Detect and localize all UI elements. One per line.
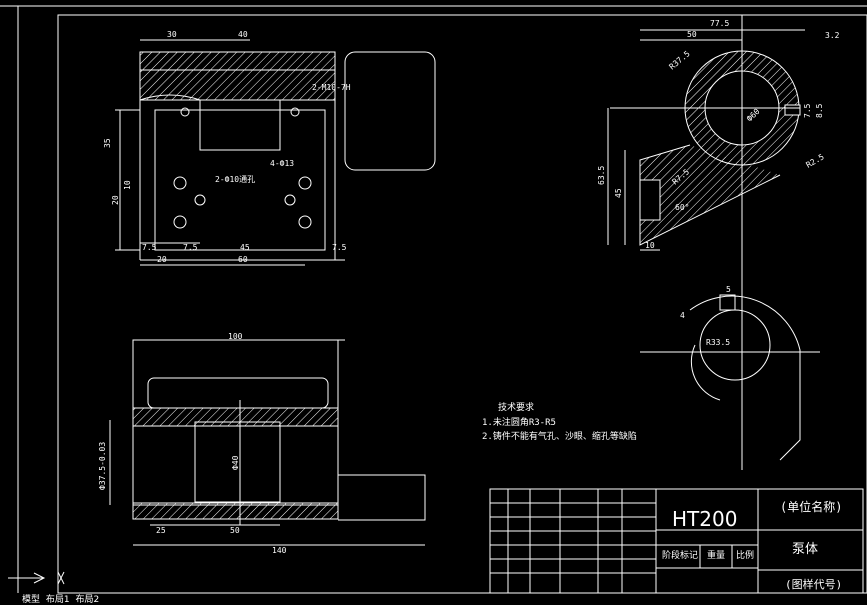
dim-63-5: 63.5 [597, 166, 606, 185]
section-view [640, 250, 820, 470]
stage-mark-header: 阶段标记 [662, 549, 698, 561]
dim-r37-5: R37.5 [668, 49, 692, 71]
dim-10-side: 10 [645, 241, 655, 250]
drawing-number: (图样代号) [785, 577, 842, 591]
dim-7-5-c: 7.5 [332, 243, 347, 252]
title-block-grid [489, 488, 864, 594]
dim-45-side: 45 [614, 188, 623, 198]
tab-layout-2[interactable]: 布局2 [75, 595, 100, 605]
sheet-border [0, 5, 867, 594]
dim-77-5: 77.5 [710, 19, 729, 28]
ucs-axis-icon [8, 571, 65, 585]
dim-7-5-side: 7.5 [803, 103, 812, 118]
dim-7-5-a: 7.5 [142, 243, 157, 252]
roughness-mark: 3.2 [825, 31, 840, 40]
part-name: 泵体 [792, 542, 818, 557]
tab-model[interactable]: 模型 [22, 595, 41, 605]
callout-holes-a: 2-Ф10通孔 [215, 174, 255, 184]
dim-7-5-b: 7.5 [183, 243, 198, 252]
company-name: (单位名称) [780, 499, 842, 514]
tech-notes-line-2: 2.铸件不能有气孔、沙眼、缩孔等缺陷 [482, 430, 637, 442]
dim-100: 100 [228, 332, 243, 341]
tech-notes-line-1: 1.未注圆角R3-R5 [482, 416, 556, 428]
dim-20-b: 20 [157, 255, 167, 264]
dim-r33-5: R33.5 [706, 338, 730, 347]
dim-top-40: 40 [238, 30, 248, 39]
dim-20: 20 [111, 195, 120, 205]
side-view [607, 15, 805, 251]
dim-top-30: 30 [167, 30, 177, 39]
dim-25: 25 [156, 526, 166, 535]
dim-60deg: 60° [675, 203, 689, 212]
dim-dia40: Ф40 [231, 455, 240, 470]
tech-notes-title: 技术要求 [498, 401, 534, 413]
dim-60: 60 [238, 255, 248, 264]
callout-thread: 2-M10-7H [312, 83, 351, 92]
front-view [109, 339, 426, 546]
dim-35: 35 [103, 138, 112, 148]
dim-10: 10 [123, 180, 132, 190]
dim-140: 140 [272, 546, 287, 555]
dim-45: 45 [240, 243, 250, 252]
callout-holes-b: 4-Ф13 [270, 159, 294, 168]
scale-header: 比例 [736, 549, 754, 561]
dim-5-sec: 5 [726, 285, 731, 294]
dim-50-side: 50 [687, 30, 697, 39]
weight-header: 重量 [707, 549, 725, 561]
layout-tab-bar: 模型 布局1 布局2 [0, 592, 102, 605]
dim-dia37-5: Ф37.5-0.03 [98, 442, 107, 490]
dim-4-sec: 4 [680, 311, 685, 320]
top-view [115, 39, 436, 266]
dim-r2-5: R2.5 [805, 152, 826, 170]
tab-layout-1[interactable]: 布局1 [45, 595, 70, 605]
material-label: HT200 [672, 507, 737, 531]
dim-8-5-side: 8.5 [815, 103, 824, 118]
dim-50-front: 50 [230, 526, 240, 535]
